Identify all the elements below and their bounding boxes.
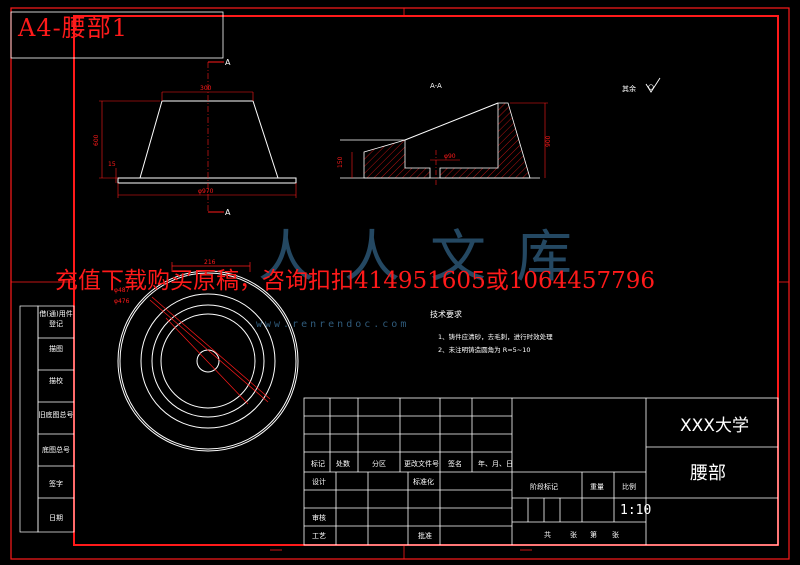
header-mark: 标记 xyxy=(311,460,325,468)
row-review: 审核 xyxy=(312,514,326,522)
dim-section-900: 900 xyxy=(545,135,552,147)
dim-top-487: φ487 xyxy=(114,287,130,294)
section-mark-bottom: A xyxy=(225,208,231,217)
roughness-icon xyxy=(645,77,661,93)
dim-front-top: 300 xyxy=(200,85,212,92)
front-view xyxy=(117,62,297,212)
header-sign: 签名 xyxy=(448,460,462,468)
side-label-5: 签字 xyxy=(49,480,63,488)
top-view-dims xyxy=(149,262,271,405)
ratio-label: 比例 xyxy=(622,483,636,491)
watermark-url: www.renrendoc.com xyxy=(256,319,410,330)
stage-mark: 阶段标记 xyxy=(530,483,558,491)
title-box xyxy=(10,11,224,59)
dim-front-base: 15 xyxy=(108,161,116,168)
watermark-logo: 人人文库 xyxy=(258,225,602,290)
row-approve: 批准 xyxy=(418,532,432,540)
weight-label: 重量 xyxy=(590,483,604,491)
top-view xyxy=(117,270,299,452)
roughness-label: 其余 xyxy=(622,84,636,93)
part-name: 腰部 xyxy=(690,463,726,484)
tech-title: 技术要求 xyxy=(430,310,462,319)
dim-front-height: 600 xyxy=(93,134,100,146)
side-label-3: 旧底图总号 xyxy=(38,411,74,419)
row-design: 设计 xyxy=(312,478,326,486)
scale-value: 1:10 xyxy=(620,503,652,518)
row-process: 工艺 xyxy=(312,532,326,540)
side-label-2: 描校 xyxy=(49,377,63,385)
sheet-unit-1: 张 xyxy=(570,531,577,539)
tech-item-2: 2、未注明铸造圆角为 R=5~10 xyxy=(438,346,531,354)
sheet-num: 第 xyxy=(590,531,597,539)
header-count: 处数 xyxy=(336,460,350,468)
side-label-4: 底图总号 xyxy=(42,446,70,454)
sheet-title: A4-腰部1 xyxy=(18,14,128,42)
sheet-total: 共 xyxy=(544,531,551,539)
header-docno: 更改文件号 xyxy=(404,460,439,468)
tech-item-1: 1、铸件应清砂，去毛刺，进行时效处理 xyxy=(438,333,553,341)
frame-ticks xyxy=(11,8,789,559)
dim-top-476: φ476 xyxy=(114,298,130,305)
dim-top-216: 216 xyxy=(204,259,216,266)
row-standard: 标准化 xyxy=(413,478,434,486)
roughness-circle-icon xyxy=(648,84,654,90)
side-label-1: 描图 xyxy=(49,345,63,353)
dim-section-dia: φ90 xyxy=(444,153,456,160)
university-name: XXX大学 xyxy=(680,416,749,436)
side-label-6: 日期 xyxy=(49,514,63,522)
section-mark-top: A xyxy=(225,58,231,67)
watermark-text: 充值下载购买原稿，咨询扣扣414951605或1064457796 xyxy=(55,268,656,294)
side-label-0: 借(通)用件登记 xyxy=(39,310,73,328)
side-panel xyxy=(19,305,75,533)
sheet-unit-2: 张 xyxy=(612,531,619,539)
dim-section-150: 150 xyxy=(337,156,344,168)
section-label: A-A xyxy=(430,82,442,90)
title-block xyxy=(303,397,779,546)
header-zone: 分区 xyxy=(372,460,386,468)
outer-frame xyxy=(10,7,790,560)
section-view xyxy=(340,102,548,185)
header-date: 年、月、日 xyxy=(478,460,513,468)
front-view-dims xyxy=(99,61,297,213)
dim-front-dia: φ970 xyxy=(198,188,214,195)
